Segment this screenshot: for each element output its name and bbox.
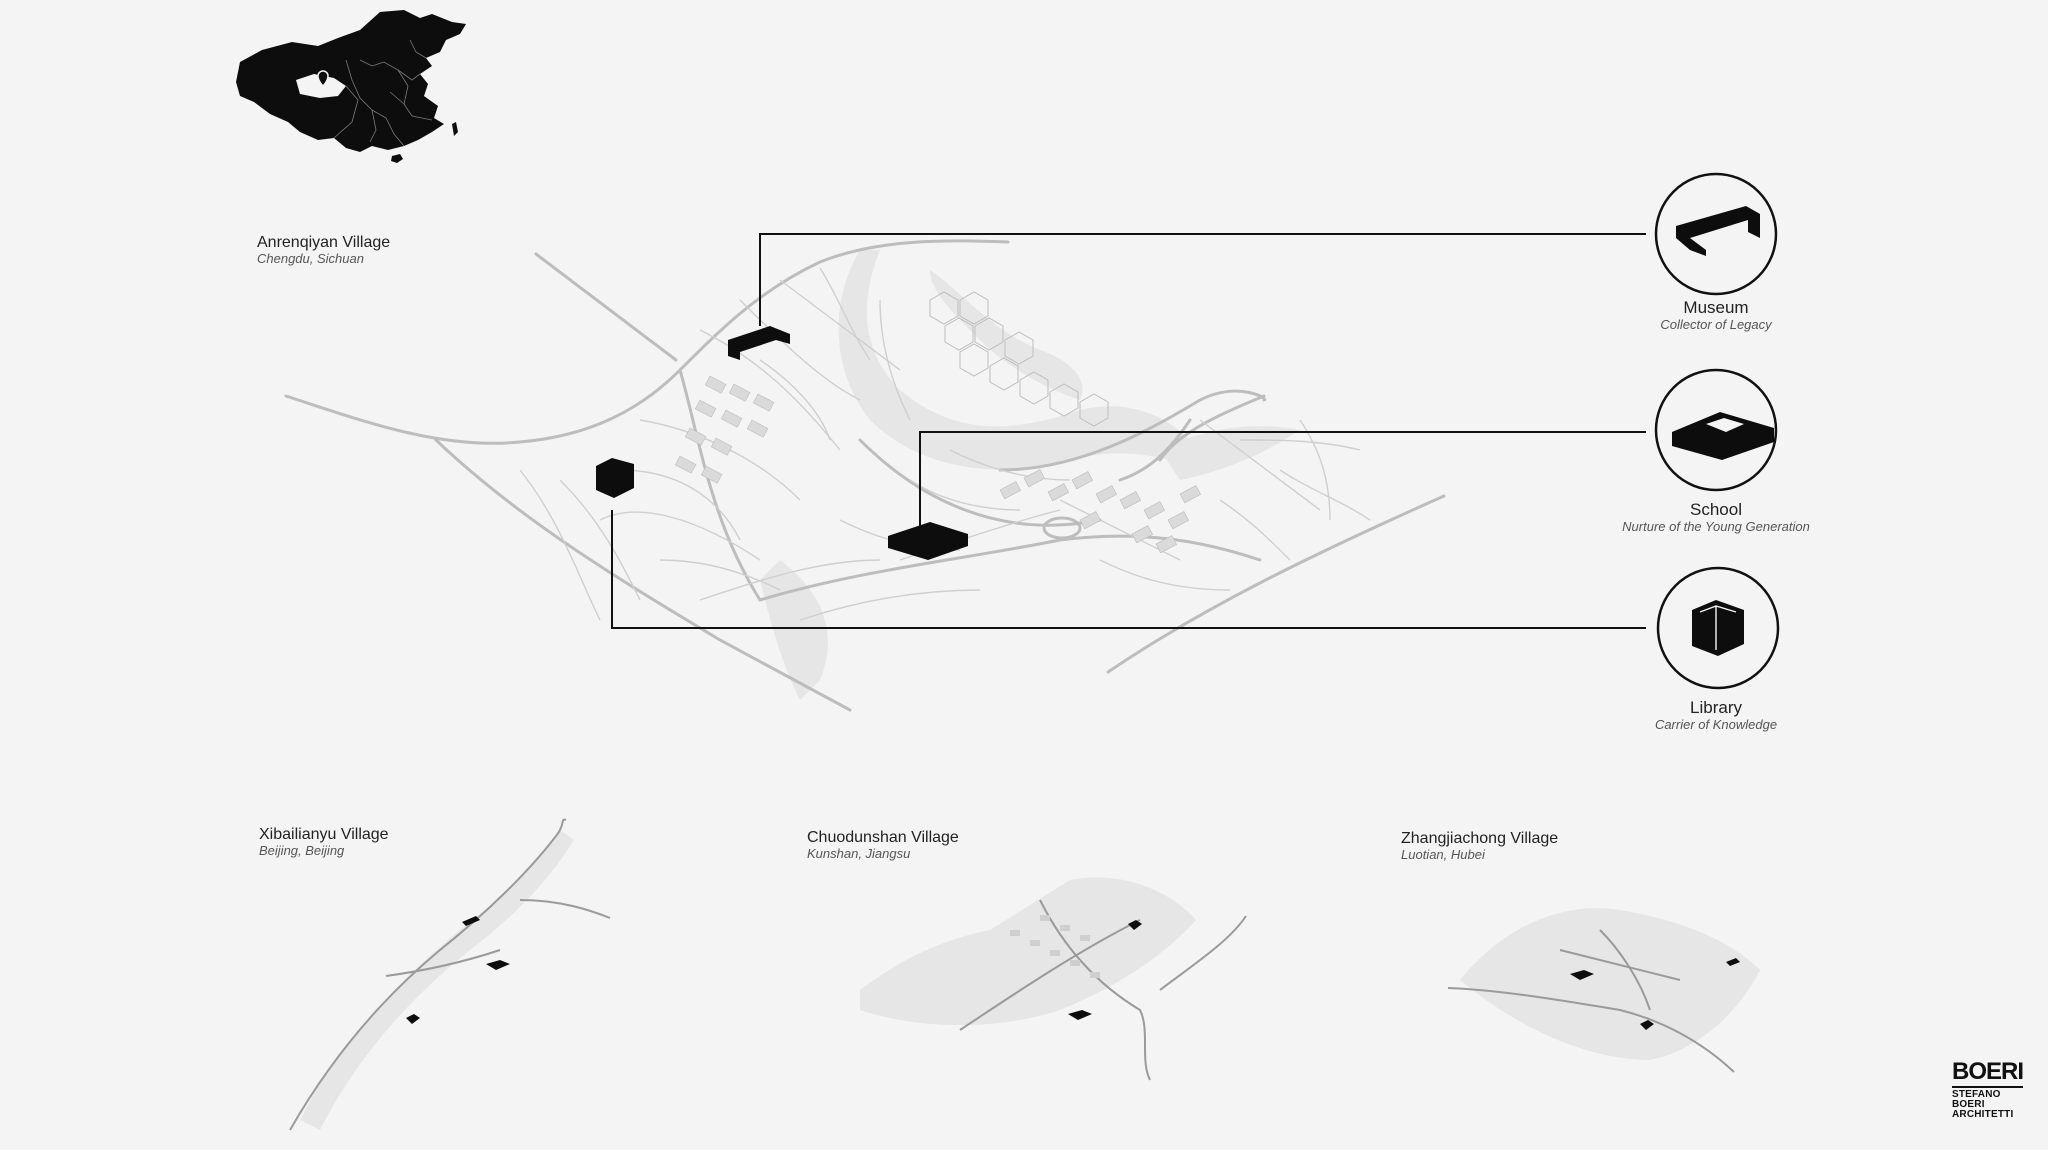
school-label: School Nurture of the Young Generation — [1622, 500, 1810, 534]
chuodunshan-roads — [959, 899, 1247, 1081]
hexagon-ponds — [929, 291, 1109, 427]
chuodunshan-name: Chuodunshan Village — [807, 829, 959, 846]
building-blocks — [674, 375, 1201, 554]
minor-roads — [519, 267, 1371, 621]
chuodunshan-buildings — [1068, 920, 1142, 1020]
museum-leader-line — [759, 233, 1646, 326]
zhangjiachong-terrain — [1460, 908, 1760, 1060]
school-leader-line — [919, 431, 1646, 526]
logo-line-2: BOERI — [1952, 1099, 1985, 1110]
main-village-location: Chengdu, Sichuan — [257, 251, 364, 267]
key-buildings — [596, 326, 968, 560]
museum-icon-circle — [1654, 172, 1778, 296]
chuodunshan-label: Chuodunshan Village Kunshan, Jiangsu — [807, 829, 959, 862]
province-borders — [333, 39, 433, 147]
museum-title: Museum — [1683, 298, 1749, 317]
zhangjiachong-buildings — [1570, 958, 1740, 1030]
museum-building-on-map — [728, 326, 790, 360]
museum-subtitle: Collector of Legacy — [1660, 316, 1772, 332]
anrenqiyan-site-map — [284, 233, 1646, 712]
xibailianyu-roads — [289, 818, 611, 1131]
school-title: School — [1690, 500, 1742, 519]
main-village-name: Anrenqiyan Village — [257, 234, 391, 251]
library-label: Library Carrier of Knowledge — [1655, 698, 1777, 732]
library-icon-circle — [1656, 566, 1780, 690]
hainan-island — [391, 154, 403, 163]
zhangjiachong-mini-map — [1447, 908, 1760, 1073]
xibailianyu-buildings — [406, 916, 510, 1024]
library-leader-line — [611, 510, 1646, 629]
xibailianyu-name: Xibailianyu Village — [259, 826, 389, 843]
zhangjiachong-roads — [1447, 929, 1735, 1073]
school-courtyard — [1706, 418, 1744, 432]
facility-icons — [1654, 172, 1780, 690]
chuodunshan-blocks — [1010, 915, 1100, 978]
library-building-icon — [1692, 600, 1744, 656]
leader-lines — [611, 233, 1646, 629]
library-subtitle: Carrier of Knowledge — [1654, 716, 1778, 732]
taiwan-island — [452, 122, 458, 136]
main-village-label: Anrenqiyan Village Chengdu, Sichuan — [257, 234, 390, 267]
library-title: Library — [1690, 698, 1742, 717]
library-building-on-map — [596, 458, 634, 498]
roundabout — [1042, 516, 1082, 540]
xibailianyu-mini-map — [289, 818, 611, 1131]
zhangjiachong-label: Zhangjiachong Village Luotian, Hubei — [1401, 830, 1558, 863]
school-icon-circle — [1654, 368, 1778, 492]
zhangjiachong-location: Luotian, Hubei — [1401, 847, 1485, 863]
xibailianyu-label: Xibailianyu Village Beijing, Beijing — [259, 826, 389, 859]
chuodunshan-mini-map — [860, 877, 1247, 1081]
school-subtitle: Nurture of the Young Generation — [1622, 518, 1810, 534]
school-building-icon — [1672, 412, 1774, 460]
logo-line-3: ARCHITETTI — [1952, 1109, 2014, 1120]
logo-line-1: STEFANO — [1952, 1089, 2001, 1100]
xibailianyu-valley — [300, 830, 574, 1130]
zhangjiachong-name: Zhangjiachong Village — [1401, 830, 1559, 847]
museum-building-icon — [1676, 206, 1760, 256]
china-map-shape — [236, 10, 466, 152]
school-building-on-map — [888, 522, 968, 560]
main-roads — [284, 239, 1446, 712]
chuodunshan-lake — [860, 877, 1196, 1025]
location-pin-icon — [317, 70, 329, 88]
library-facade-lines — [1699, 605, 1737, 650]
museum-label: Museum Collector of Legacy — [1660, 298, 1771, 332]
boeri-logo: BOERI STEFANO BOERI ARCHITETTI — [1952, 1060, 2024, 1120]
chuodunshan-location: Kunshan, Jiangsu — [807, 846, 911, 862]
qinghai-highlight — [296, 74, 346, 98]
logo-mark: BOERI — [1952, 1060, 2024, 1088]
china-map-inset — [236, 10, 466, 163]
xibailianyu-location: Beijing, Beijing — [259, 843, 345, 859]
